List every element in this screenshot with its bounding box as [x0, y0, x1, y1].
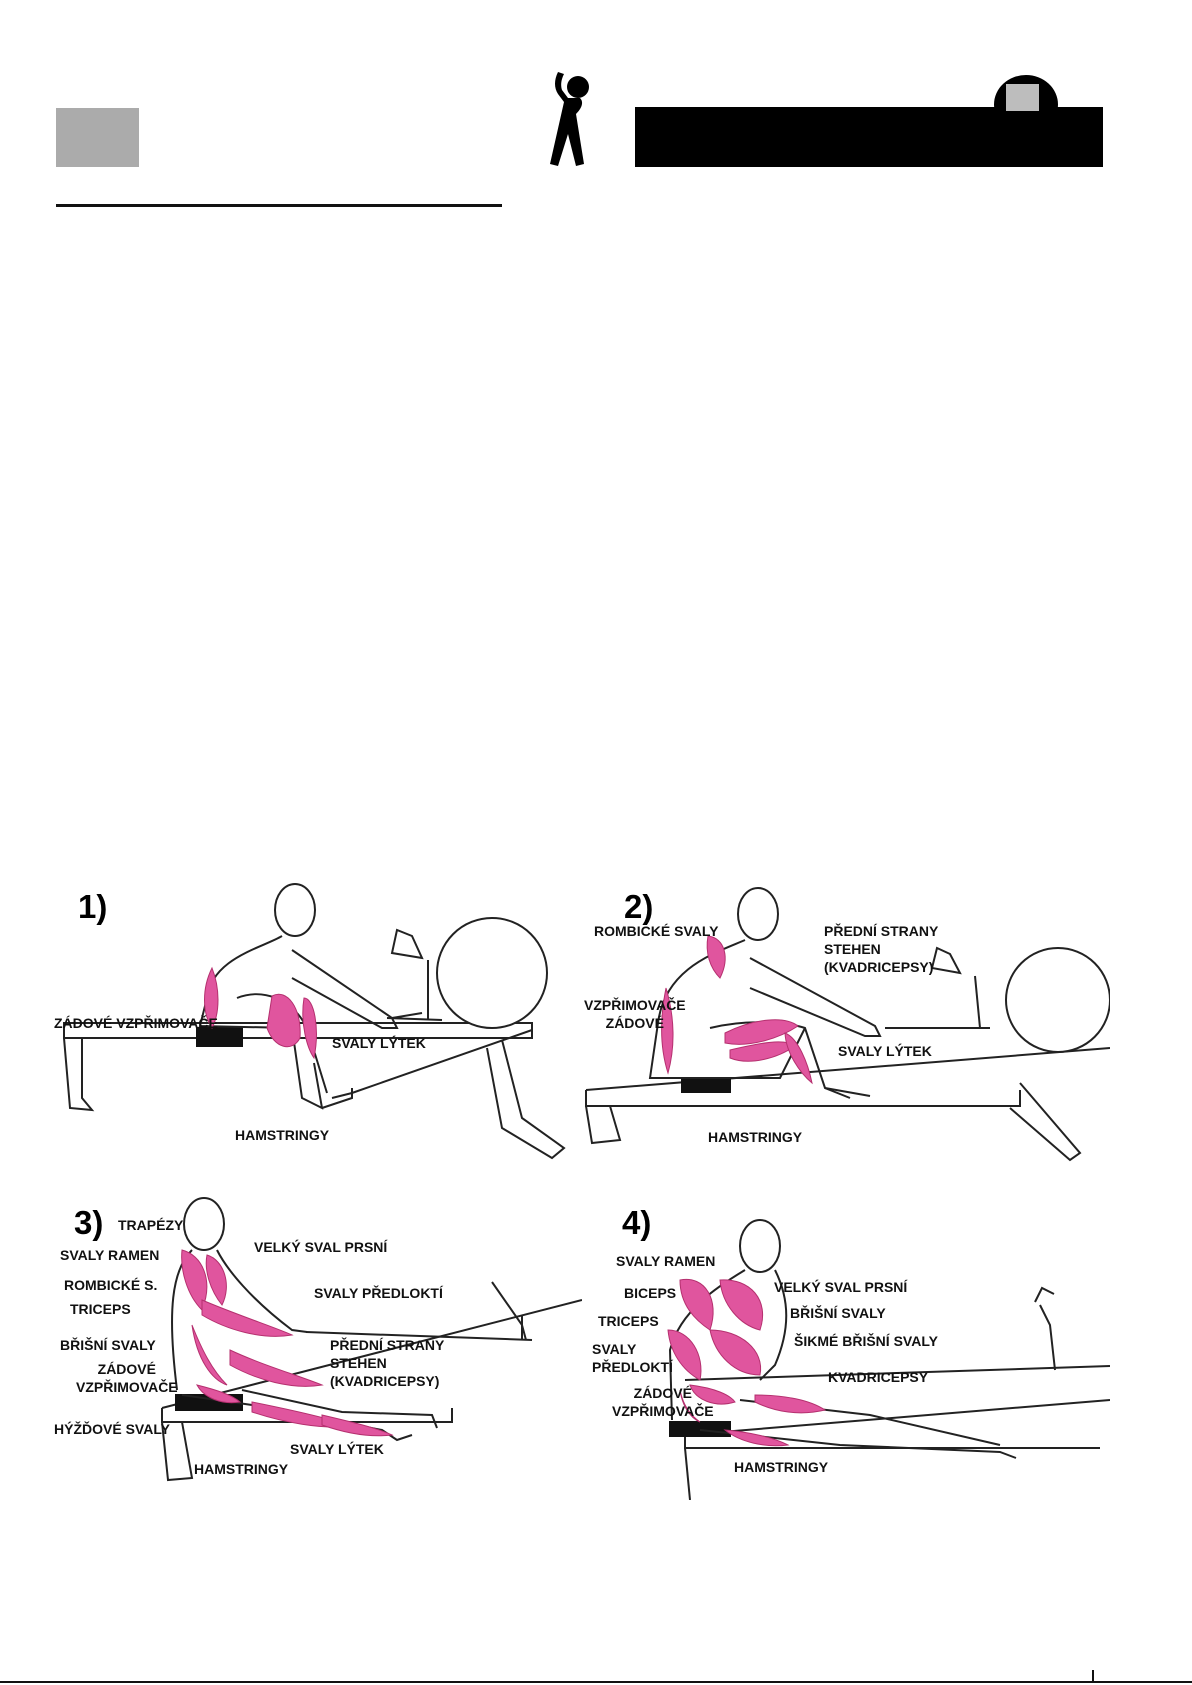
muscle-label-rhomboids: ROMBICKÉ SVALY [594, 923, 719, 939]
muscle-label-obliques: ŠIKMÉ BŘIŠNÍ SVALY [794, 1333, 938, 1349]
rowing-figure-2 [585, 887, 1110, 1162]
muscle-label-glutes: HÝŽĎOVÉ SVALY [54, 1421, 170, 1437]
panel-number: 4) [622, 1204, 652, 1241]
panel-number: 2) [624, 888, 654, 925]
muscle-label-trapezius: TRAPÉZY [118, 1217, 184, 1233]
muscle-label-erector-spinae: ZÁDOVÉ VZPŘIMOVAČE [612, 1385, 714, 1419]
panel-number: 1) [78, 888, 108, 925]
muscle-label-quadriceps: KVADRICEPSY [828, 1369, 929, 1385]
muscle-label-triceps: TRICEPS [70, 1301, 131, 1317]
muscle-label-forearms: SVALY PŘEDLOKTÍ [314, 1285, 443, 1301]
panel-3: 3) TRAPÉZY SVALY RAMEN VELKÝ SVAL PRSNÍ … [52, 1190, 582, 1490]
header-rule [56, 204, 502, 207]
muscle-label-quadriceps: PŘEDNÍ STRANY STEHEN (KVADRICEPSY) [824, 923, 939, 975]
muscle-label-pectoralis-major: VELKÝ SVAL PRSNÍ [254, 1239, 388, 1255]
bottom-rule [0, 1681, 1192, 1683]
bottom-tick [1092, 1670, 1094, 1682]
panel-4: 4) SVALY RAMEN VELKÝ SVAL PRSNÍ BICEPS B… [580, 1190, 1110, 1500]
panel-2: 2) ROMBICKÉ SVALY PŘEDNÍ STRANY STEHEN (… [580, 878, 1110, 1168]
muscle-label-erector-spinae: ZÁDOVÉ VZPŘIMOVAČE [54, 1015, 218, 1031]
gray-square-placeholder [56, 108, 139, 167]
muscle-label-hamstrings: HAMSTRINGY [708, 1129, 803, 1145]
muscle-label-erector-spinae: VZPŘIMOVAČE ZÁDOVÉ [584, 997, 686, 1031]
muscle-label-biceps: BICEPS [624, 1285, 677, 1301]
stretching-person-icon [550, 72, 589, 166]
muscle-label-deltoids: SVALY RAMEN [616, 1253, 716, 1269]
muscle-label-erector-spinae: ZÁDOVÉ VZPŘIMOVAČE [76, 1361, 178, 1395]
muscle-label-calves: SVALY LÝTEK [332, 1035, 426, 1051]
muscle-label-quadriceps: PŘEDNÍ STRANY STEHEN (KVADRICEPSY) [330, 1337, 445, 1389]
rowing-figure-1 [63, 883, 566, 1160]
muscle-label-rhomboids: ROMBICKÉ S. [64, 1277, 158, 1293]
muscle-label-abdominals: BŘIŠNÍ SVALY [60, 1337, 156, 1353]
muscle-label-hamstrings: HAMSTRINGY [734, 1459, 829, 1475]
muscle-label-hamstrings: HAMSTRINGY [194, 1461, 289, 1477]
muscle-label-deltoids: SVALY RAMEN [60, 1247, 160, 1263]
muscle-label-calves: SVALY LÝTEK [838, 1043, 932, 1059]
page-badge-square [1006, 84, 1039, 111]
muscle-label-forearms: SVALY PŘEDLOKTÍ [592, 1341, 673, 1375]
muscle-label-pectoralis-major: VELKÝ SVAL PRSNÍ [774, 1279, 908, 1295]
muscle-label-triceps: TRICEPS [598, 1313, 659, 1329]
panel-number: 3) [74, 1204, 104, 1241]
muscle-label-calves: SVALY LÝTEK [290, 1441, 384, 1457]
muscle-label-hamstrings: HAMSTRINGY [235, 1127, 330, 1143]
panel-1: 1) ZÁDOVÉ VZPŘIMOVAČE SVALY LÝTEK HAMSTR… [52, 878, 582, 1168]
muscle-label-abdominals: BŘIŠNÍ SVALY [790, 1305, 886, 1321]
